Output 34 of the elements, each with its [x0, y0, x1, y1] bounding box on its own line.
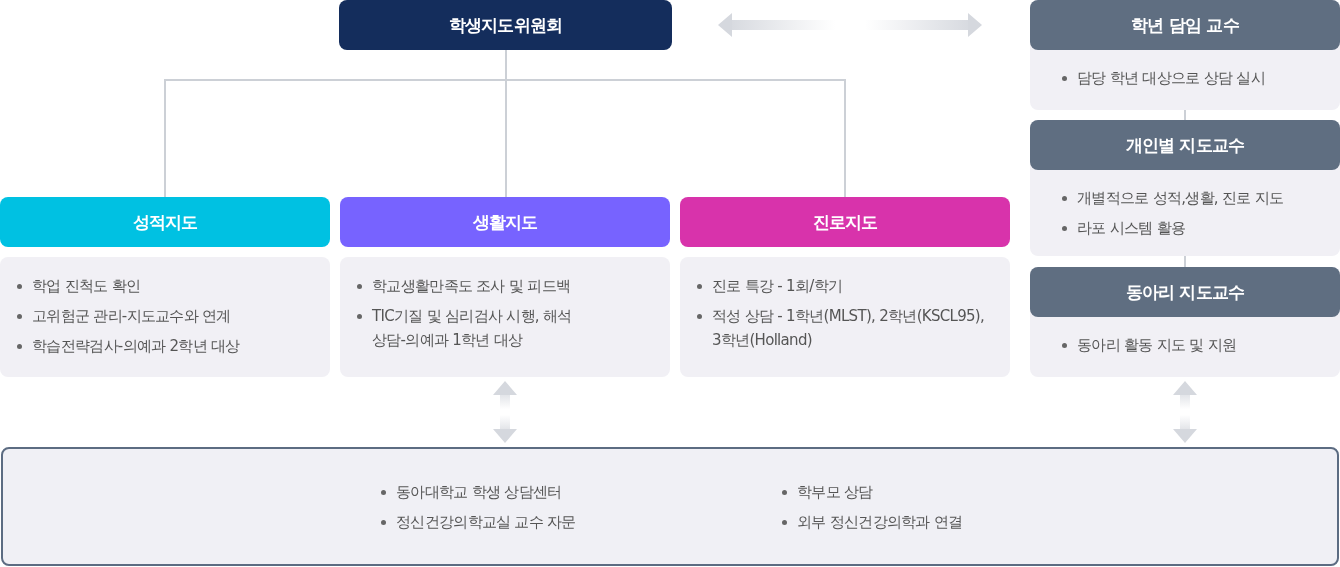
bullet-text: 개별적으로 성적,생활, 진로 지도 — [1077, 188, 1284, 209]
category-header: 진로지도 — [680, 197, 1010, 247]
bullet-text: 동아리 활동 지도 및 지원 — [1077, 335, 1237, 356]
info-card — [1030, 267, 1340, 377]
connector-line — [1184, 109, 1186, 121]
category-header: 성적지도 — [0, 197, 330, 247]
bullet-text: 학교생활만족도 조사 및 피드백 — [372, 276, 571, 297]
bullet-text: TIC기질 및 심리검사 시행, 해석 상담-의예과 1학년 대상 — [372, 306, 573, 351]
bullet-text: 동아대학교 학생 상담센터 — [396, 482, 562, 503]
info-card — [680, 257, 1010, 377]
info-card — [340, 257, 670, 377]
bullet-text: 담당 학년 대상으로 상담 실시 — [1077, 68, 1265, 89]
connector-line — [1184, 255, 1186, 268]
card-header: 학년 담임 교수 — [1030, 0, 1340, 50]
bullet-text: 학업 진척도 확인 — [32, 276, 141, 297]
bullet-text: 학습전략검사-의예과 2학년 대상 — [32, 336, 240, 357]
bullet-text: 라포 시스템 활용 — [1077, 218, 1186, 239]
double-arrow — [718, 13, 982, 37]
card-header: 동아리 지도교수 — [1030, 267, 1340, 317]
title-box: 학생지도위원회 — [339, 0, 672, 50]
info-panel — [1, 447, 1339, 566]
bullet-text: 정신건강의학교실 교수 자문 — [396, 512, 576, 533]
double-arrow — [493, 381, 517, 443]
bullet-text: 진로 특강 - 1회/학기 — [712, 276, 843, 297]
bullet-text: 학부모 상담 — [797, 482, 873, 503]
card-header: 개인별 지도교수 — [1030, 120, 1340, 170]
double-arrow — [1173, 381, 1197, 443]
info-card — [1030, 120, 1340, 256]
bullet-text: 고위험군 관리-지도교수와 연계 — [32, 306, 231, 327]
info-card — [0, 257, 330, 377]
category-header: 생활지도 — [340, 197, 670, 247]
info-card — [1030, 0, 1340, 110]
bullet-text: 외부 정신건강의학과 연결 — [797, 512, 963, 533]
bullet-text: 적성 상담 - 1학년(MLST), 2학년(KSCL95), 3학년(Holland) — [712, 306, 986, 351]
